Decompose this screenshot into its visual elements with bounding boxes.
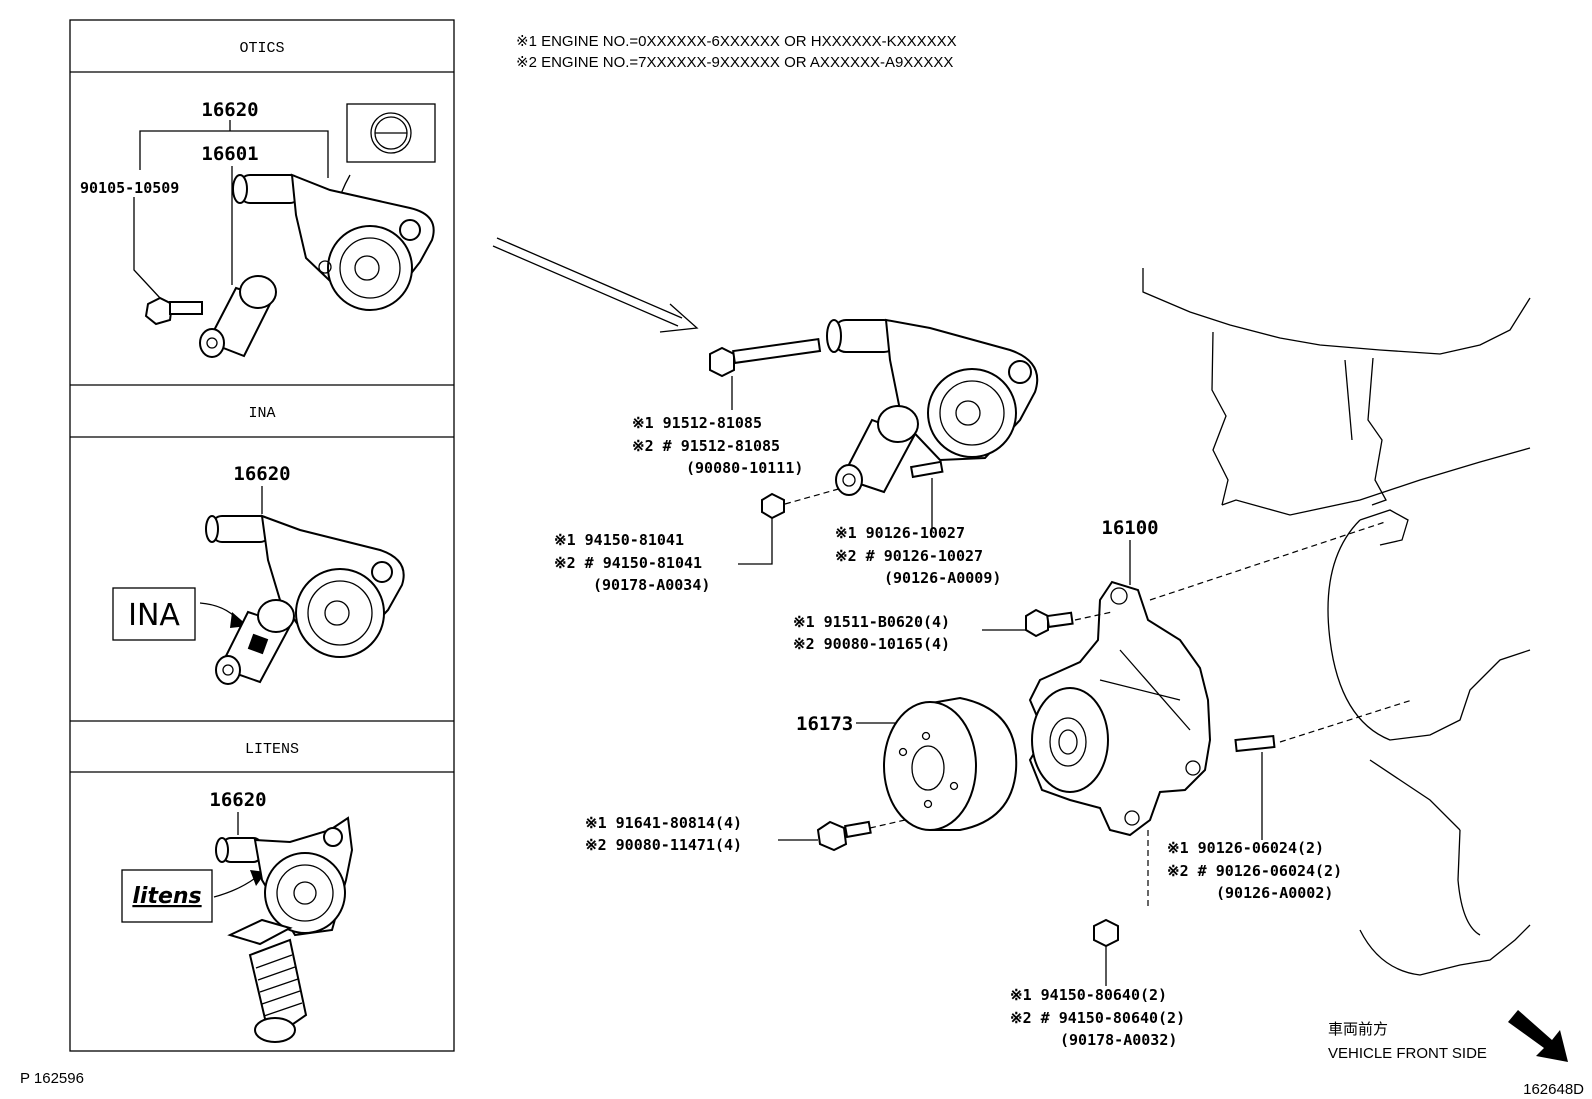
callout-94150-81041-l2: ※2 # 94150-81041 xyxy=(554,554,702,572)
otics-part-16620: 16620 xyxy=(201,99,258,121)
callout-90126-06024-l3: (90126-A0002) xyxy=(1216,884,1333,902)
vehicle-front-arrow-icon xyxy=(1508,1010,1568,1062)
ina-logo: INA xyxy=(128,598,180,633)
otics-bolt-label: 90105-10509 xyxy=(80,179,179,197)
ina-title: INA xyxy=(248,405,275,422)
callout-94150-81041-l3: (90178-A0034) xyxy=(593,576,710,594)
litens-tensioner-drawing xyxy=(215,816,354,1043)
ina-panel: INA 16620 INA xyxy=(112,405,405,685)
callout-91641-80814-l1: ※1 91641-80814(4) xyxy=(585,814,742,832)
otics-tensioner-drawing xyxy=(144,173,435,358)
callout-90126-10027-l3: (90126-A0009) xyxy=(884,569,1001,587)
otics-part-16601: 16601 xyxy=(201,143,258,165)
vehicle-front-jp: 車両前方 xyxy=(1328,1021,1388,1038)
callout-90126-10027-l1: ※1 90126-10027 xyxy=(835,524,965,542)
ina-part-16620: 16620 xyxy=(233,463,290,485)
ina-tensioner-drawing xyxy=(205,514,405,685)
litens-logo: litens xyxy=(132,884,201,909)
marking-detail-box xyxy=(346,103,436,163)
ina-logo-box xyxy=(112,587,196,641)
litens-logo-box xyxy=(121,869,213,923)
pulley-bolt-drawing xyxy=(816,820,872,852)
water-pump-drawing xyxy=(1028,580,1212,837)
engine-block-outline xyxy=(1142,268,1531,976)
callout-91511-b0620-l2: ※2 90080-10165(4) xyxy=(793,635,950,653)
callout-90126-06024-l1: ※1 90126-06024(2) xyxy=(1167,839,1324,857)
otics-panel: OTICS 16620 16601 90105-10509 xyxy=(80,40,436,358)
litens-part-16620: 16620 xyxy=(209,789,266,811)
pulley-drawing xyxy=(883,696,1018,831)
part-16100-label: 16100 xyxy=(1101,517,1158,539)
callout-91512-81085-l3: (90080-10111) xyxy=(686,459,803,477)
callout-91511-b0620-l1: ※1 91511-B0620(4) xyxy=(793,613,950,631)
otics-title: OTICS xyxy=(239,40,284,57)
illustration-code-right: 162648D xyxy=(1523,1081,1584,1098)
callout-94150-80640-l2: ※2 # 94150-80640(2) xyxy=(1010,1009,1185,1027)
litens-panel: LITENS 16620 litens xyxy=(121,741,354,1043)
callout-91641-80814-l2: ※2 90080-11471(4) xyxy=(585,836,742,854)
engine-note-2: ※2 ENGINE NO.=7XXXXXX-9XXXXXX OR AXXXXXX… xyxy=(516,54,953,71)
pump-nut-drawing xyxy=(1093,918,1119,948)
callout-90126-06024-l2: ※2 # 90126-06024(2) xyxy=(1167,862,1342,880)
pump-stud-drawing xyxy=(1234,734,1276,753)
callout-90126-10027-l2: ※2 # 90126-10027 xyxy=(835,547,983,565)
pump-bolt-drawing xyxy=(1025,608,1074,638)
part-16173-label: 16173 xyxy=(796,713,853,735)
callout-91512-81085-l2: ※2 # 91512-81085 xyxy=(632,437,780,455)
illustration-code-left: P 162596 xyxy=(20,1070,84,1087)
litens-title: LITENS xyxy=(245,741,299,758)
callout-94150-80640-l1: ※1 94150-80640(2) xyxy=(1010,986,1167,1004)
engine-note-1: ※1 ENGINE NO.=0XXXXXX-6XXXXXX OR HXXXXXX… xyxy=(516,33,957,50)
variant-panels xyxy=(69,19,455,1052)
callout-94150-80640-l3: (90178-A0032) xyxy=(1060,1031,1177,1049)
callout-91512-81085-l1: ※1 91512-81085 xyxy=(632,414,762,432)
view-direction-arrow xyxy=(492,237,699,333)
vehicle-front-en: VEHICLE FRONT SIDE xyxy=(1328,1045,1487,1062)
main-tensioner-drawing xyxy=(709,318,1039,520)
callout-94150-81041-l1: ※1 94150-81041 xyxy=(554,531,684,549)
